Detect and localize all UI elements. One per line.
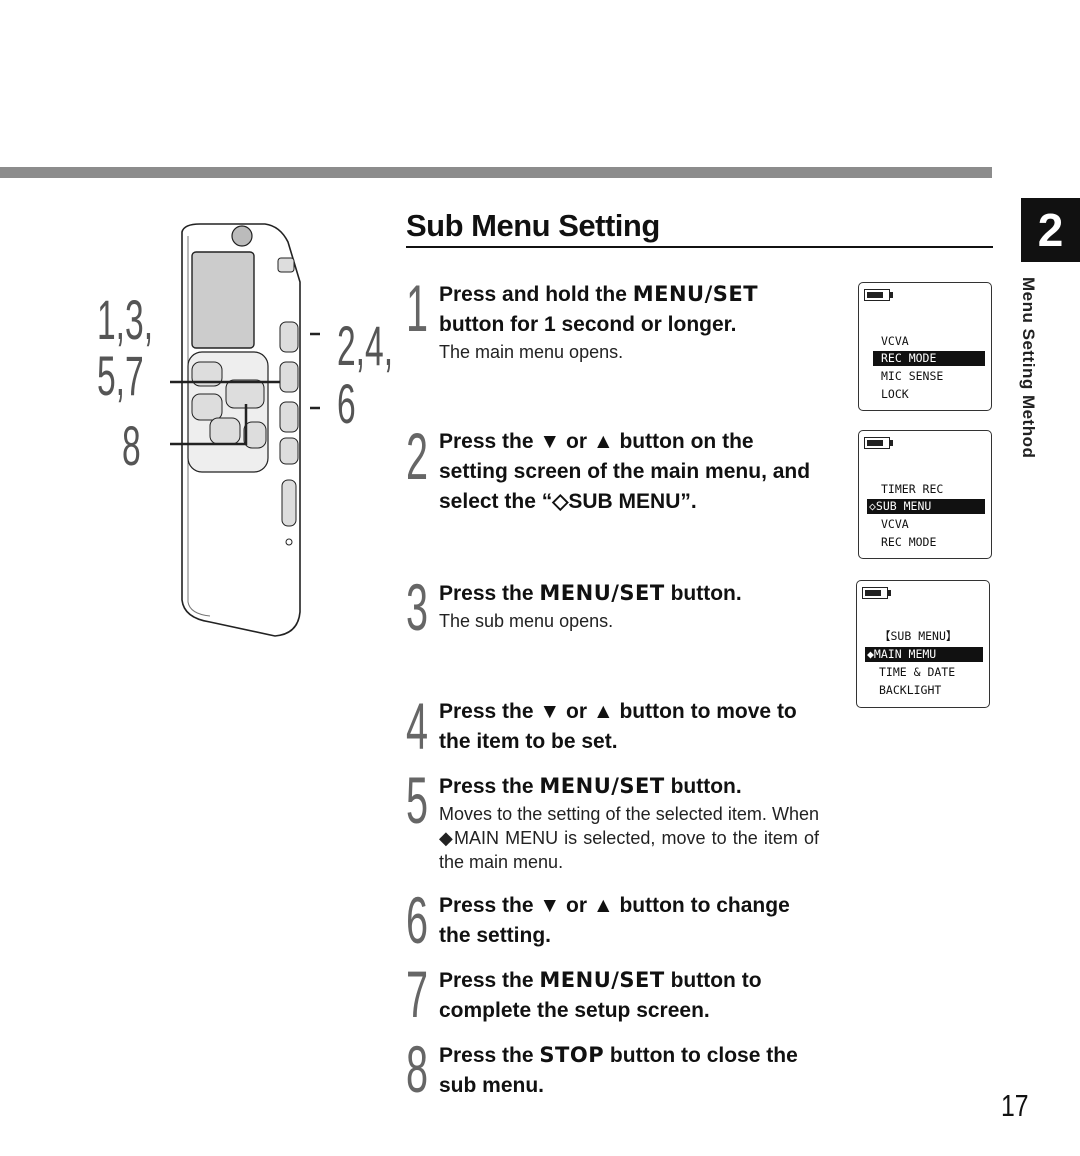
- step-description: The main menu opens.: [439, 342, 624, 362]
- lcd-line: BACKLIGHT: [879, 683, 942, 697]
- step-heading: Press and hold the MENU/SET button for 1…: [439, 282, 759, 336]
- step-number: 8: [406, 1032, 429, 1106]
- callout-1-3: 1,3,: [97, 288, 154, 351]
- step-heading: Press the STOP button to close the sub m…: [439, 1043, 798, 1097]
- step-heading: Press the ▼ or ▲ button on the setting s…: [439, 430, 811, 513]
- step-number: 2: [406, 419, 429, 493]
- step-heading: Press the ▼ or ▲ button to move to the i…: [439, 700, 797, 753]
- step-heading: Press the ▼ or ▲ button to change the se…: [439, 894, 790, 947]
- step-number: 7: [406, 957, 429, 1031]
- lcd-line: MIC SENSE: [881, 369, 944, 383]
- lcd-screen-main-menu: VCVA REC MODE MIC SENSE LOCK: [858, 282, 992, 411]
- step-heading: Press the MENU/SET button to complete th…: [439, 968, 762, 1022]
- step-heading: Press the MENU/SET button.: [439, 774, 742, 798]
- step-description: Moves to the setting of the selected ite…: [439, 804, 819, 872]
- title-rule: [406, 246, 993, 248]
- lcd-screen-sub-menu-select: TIMER REC ◇SUB MENU VCVA REC MODE: [858, 430, 992, 559]
- step-heading: Press the MENU/SET button.: [439, 581, 742, 605]
- step-number: 1: [406, 271, 429, 345]
- lcd-line-selected: ◆MAIN MEMU: [865, 647, 983, 662]
- page-title: Sub Menu Setting: [406, 208, 660, 243]
- callout-5-7: 5,7: [97, 344, 144, 407]
- page-number: 17: [1001, 1088, 1029, 1123]
- top-rule-bar: [0, 167, 992, 178]
- callout-6: 6: [337, 372, 356, 435]
- callout-8: 8: [122, 414, 141, 477]
- recorder-illustration: [170, 223, 320, 637]
- step-number: 3: [406, 570, 429, 644]
- lcd-line: VCVA: [881, 334, 909, 348]
- lcd-line-selected: ◇SUB MENU: [867, 499, 985, 514]
- step-description: The sub menu opens.: [439, 611, 614, 631]
- step-number: 4: [406, 689, 429, 763]
- section-tab: 2: [1021, 198, 1080, 262]
- lcd-line: REC MODE: [881, 535, 937, 549]
- lcd-line: TIMER REC: [881, 482, 944, 496]
- lcd-line: LOCK: [881, 387, 909, 401]
- lcd-line: 【SUB MENU】: [879, 629, 958, 643]
- lcd-screen-sub-menu: 【SUB MENU】 ◆MAIN MEMU TIME & DATE BACKLI…: [856, 580, 990, 708]
- battery-icon: [864, 289, 893, 301]
- battery-icon: [864, 437, 893, 449]
- callout-2-4: 2,4,: [337, 314, 394, 377]
- section-side-label: Menu Setting Method: [1019, 277, 1038, 459]
- lcd-line-selected: REC MODE: [873, 351, 985, 366]
- step-number: 6: [406, 883, 429, 957]
- lcd-line: TIME & DATE: [879, 665, 956, 679]
- lcd-line: VCVA: [881, 517, 909, 531]
- battery-icon: [862, 587, 891, 599]
- step-number: 5: [406, 763, 429, 837]
